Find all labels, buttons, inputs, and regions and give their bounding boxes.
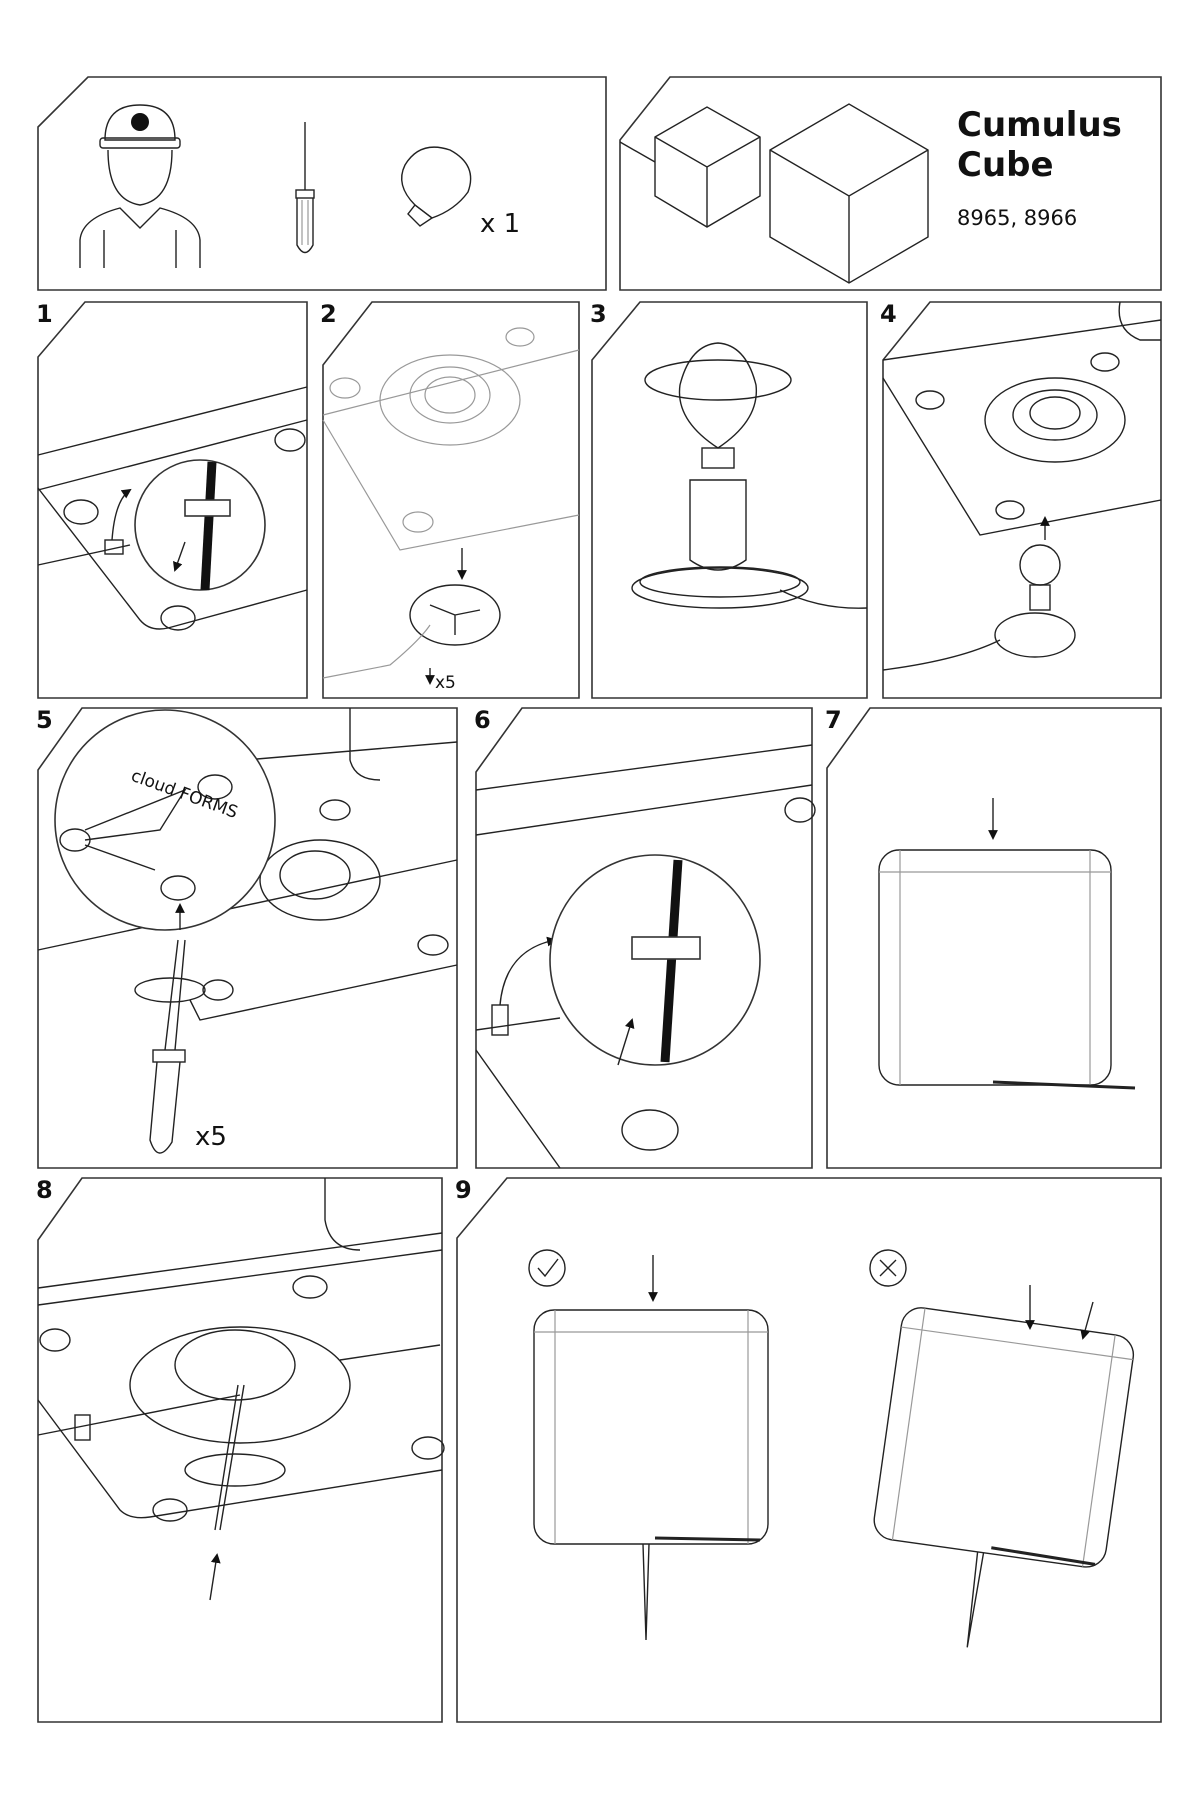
check-circle-icon — [528, 1249, 566, 1287]
step-number: 7 — [825, 706, 842, 734]
step-number: 5 — [36, 706, 53, 734]
cross-circle-icon — [869, 1249, 907, 1287]
step-number: 3 — [590, 300, 607, 328]
light-bulb-icon — [401, 146, 472, 227]
detail-magnifier — [54, 709, 276, 931]
bulb-quantity: x 1 — [480, 209, 520, 239]
correct-cube-illustration — [533, 1309, 769, 1545]
step-9-panel: 9 — [455, 1176, 1162, 1723]
product-panel: Cumulus Cube 8965, 8966 — [619, 76, 1162, 291]
step-number: 9 — [455, 1176, 472, 1204]
model-numbers: 8965, 8966 — [957, 206, 1077, 230]
step-number: 2 — [320, 300, 337, 328]
step-7-panel: 7 — [825, 706, 1162, 1169]
step-5-panel: 5 cloud FORMS x5 — [36, 706, 458, 1169]
detail-magnifier — [549, 854, 761, 1066]
step-2-quantity: x5 — [435, 673, 456, 693]
product-title-line2: Cube — [957, 145, 1054, 185]
step-number: 4 — [880, 300, 897, 328]
screwdriver-icon — [295, 122, 315, 254]
requirements-panel: x 1 — [37, 76, 607, 291]
detail-magnifier — [134, 459, 266, 591]
step-4-panel: 4 — [880, 300, 1162, 699]
step-number: 6 — [474, 706, 491, 734]
step-5-quantity: x5 — [195, 1122, 227, 1152]
step-6-panel: 6 — [474, 706, 816, 1169]
rotate-arrow — [644, 359, 792, 401]
step-2-panel: 2 x5 — [320, 300, 580, 699]
step-1-panel: 1 — [36, 300, 308, 699]
electrician-icon — [79, 104, 201, 268]
large-cube-illustration — [769, 103, 929, 284]
product-title-line1: Cumulus — [957, 105, 1122, 145]
step-8-panel: 8 — [36, 1176, 445, 1723]
screwdriver-icon — [149, 939, 186, 1154]
small-cube-illustration — [619, 106, 761, 228]
wrong-cube-illustration — [873, 1307, 1135, 1648]
step-3-panel: 3 — [590, 300, 868, 699]
step-number: 8 — [36, 1176, 53, 1204]
step-number: 1 — [36, 300, 53, 328]
